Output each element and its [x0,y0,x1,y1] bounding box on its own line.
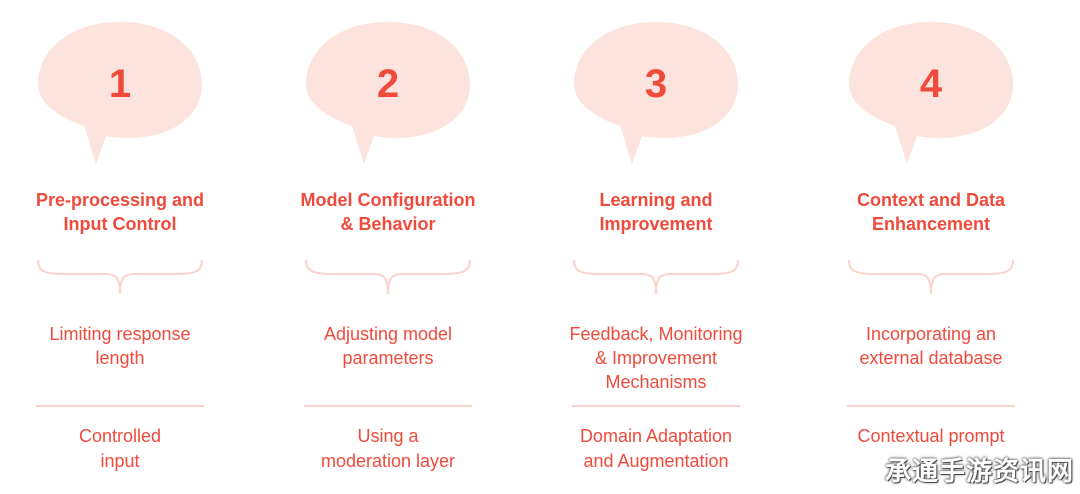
divider [304,405,472,407]
step-title: Pre-processing and Input Control [35,190,205,234]
step-column-3: 3 Learning and Improvement Feedback, Mon… [541,0,771,494]
speech-bubble-2: 2 [298,14,478,164]
step-column-4: 4 Context and Data Enhancement Incorpora… [816,0,1046,494]
speech-bubble-icon [849,22,1013,164]
step-number: 4 [919,62,943,106]
step-item-secondary: Domain Adaptation and Augmentation [579,426,733,471]
step-item-secondary: Using a moderation layer [320,426,456,471]
step-column-1: 1 Pre-processing and Input Control Limit… [5,0,235,494]
speech-bubble-icon [38,22,202,164]
speech-bubble-icon [574,22,738,164]
step-title: Context and Data Enhancement [856,190,1006,234]
step-title: Model Configuration & Behavior [300,190,476,234]
step-item-secondary: Contextual prompt [857,426,1005,446]
speech-bubble-1: 1 [30,14,210,164]
speech-bubble-3: 3 [566,14,746,164]
step-number: 3 [644,62,668,106]
curly-brace-icon [572,258,740,303]
step-item-primary: Feedback, Monitoring & Improvement Mecha… [569,324,743,392]
curly-brace-icon [847,258,1015,303]
divider [847,405,1015,407]
step-title: Learning and Improvement [599,190,713,234]
step-item-primary: Adjusting model parameters [323,324,453,368]
step-number: 1 [108,62,132,106]
step-number: 2 [376,62,400,106]
step-item-primary: Limiting response length [49,324,191,368]
step-item-primary: Incorporating an external database [859,324,1003,368]
speech-bubble-4: 4 [841,14,1021,164]
curly-brace-icon [304,258,472,303]
curly-brace-icon [36,258,204,303]
divider [572,405,740,407]
speech-bubble-icon [306,22,470,164]
step-column-2: 2 Model Configuration & Behavior Adjusti… [273,0,503,494]
watermark: 承通手游资讯网 [884,457,1074,487]
step-item-secondary: Controlled input [78,426,162,471]
divider [36,405,204,407]
